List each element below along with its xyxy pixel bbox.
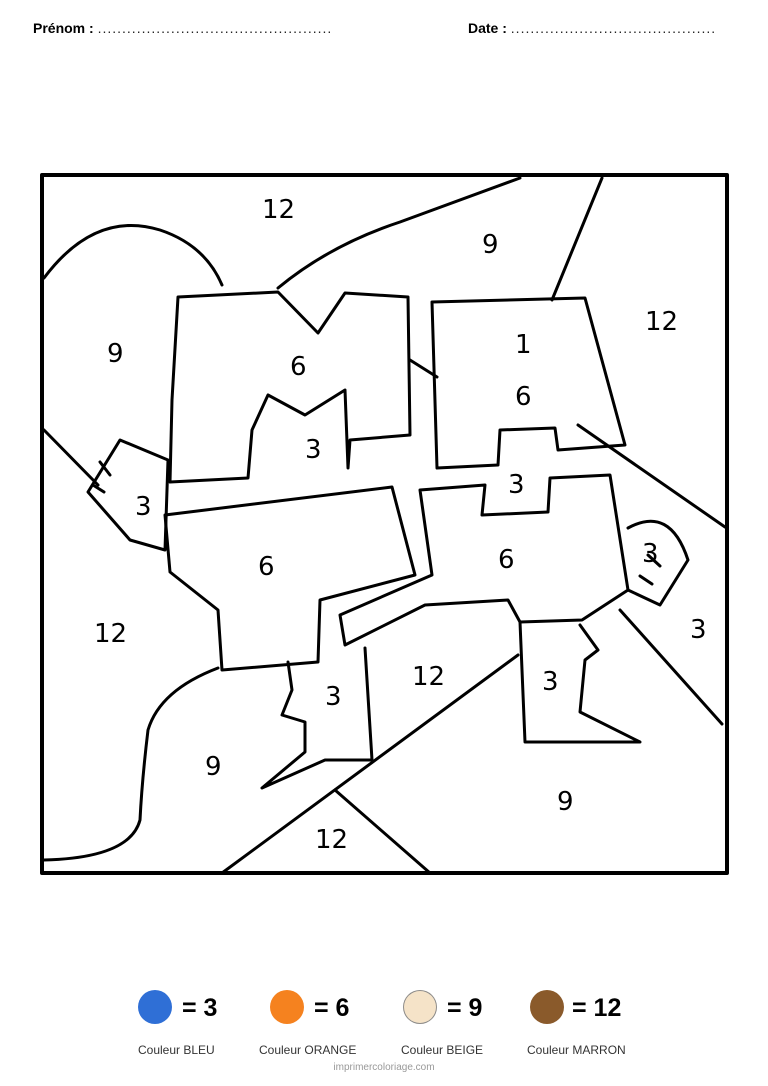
letter-t-left xyxy=(163,485,417,672)
leg-right xyxy=(518,620,642,744)
region-number: 12 xyxy=(412,662,445,692)
region-number: 3 xyxy=(642,539,659,569)
line-top-right xyxy=(550,176,604,302)
scroll-left xyxy=(86,438,170,552)
scroll-right-lines xyxy=(638,553,662,586)
region-number: 3 xyxy=(690,615,707,645)
swatch-brown xyxy=(530,990,564,1024)
legend-value: = 6 xyxy=(314,994,350,1022)
swatch-blue xyxy=(138,990,172,1024)
region-numbers: 12 9 12 9 1 6 6 3 3 3 6 6 12 3 3 12 3 3 … xyxy=(94,195,707,855)
date-field[interactable]: Date : .................................… xyxy=(468,20,716,36)
line-left xyxy=(42,428,100,487)
line-right-low xyxy=(618,608,724,726)
date-label: Date : xyxy=(468,20,507,36)
legend-value: = 12 xyxy=(572,994,622,1022)
letter-m xyxy=(168,290,412,484)
region-number: 6 xyxy=(258,552,275,582)
prenom-dots: ........................................… xyxy=(97,20,333,36)
line-bottom xyxy=(333,788,432,875)
region-number: 6 xyxy=(498,545,515,575)
legend-caption: Couleur BEIGE xyxy=(401,1043,484,1057)
color-legend: = 3 Couleur BLEU = 6 Couleur ORANGE = 9 … xyxy=(0,990,768,1060)
curve-top xyxy=(276,176,522,290)
date-dots: ........................................… xyxy=(510,20,717,36)
curve-left-bottom xyxy=(42,666,220,862)
region-number: 12 xyxy=(94,619,127,649)
region-number: 9 xyxy=(205,752,222,782)
legend-caption: Couleur ORANGE xyxy=(259,1043,357,1057)
region-number: 3 xyxy=(325,682,342,712)
line-right-mid xyxy=(576,423,727,529)
region-number: 9 xyxy=(482,230,499,260)
leg-left xyxy=(260,646,374,790)
region-number: 12 xyxy=(315,825,348,855)
curve-left-dome xyxy=(42,224,224,287)
prenom-label: Prénom : xyxy=(33,20,94,36)
region-number: 3 xyxy=(305,435,322,465)
legend-value: = 3 xyxy=(182,994,218,1022)
letter-t-right xyxy=(338,473,630,647)
region-number: 6 xyxy=(515,382,532,412)
region-number: 9 xyxy=(557,787,574,817)
letter-a xyxy=(430,296,627,470)
region-number: 3 xyxy=(508,470,525,500)
region-number: 1 xyxy=(515,330,532,360)
scroll-right xyxy=(626,519,690,607)
region-number: 12 xyxy=(645,307,678,337)
legend-value: = 9 xyxy=(447,994,483,1022)
swatch-beige xyxy=(403,990,437,1024)
region-number: 12 xyxy=(262,195,295,225)
region-number: 6 xyxy=(290,352,307,382)
region-number: 3 xyxy=(542,667,559,697)
swatch-orange xyxy=(270,990,304,1024)
region-number: 3 xyxy=(135,492,152,522)
legend-caption: Couleur MARRON xyxy=(527,1043,626,1057)
legend-caption: Couleur BLEU xyxy=(138,1043,215,1057)
footer-site[interactable]: imprimercoloriage.com xyxy=(333,1062,435,1073)
scroll-left-lines xyxy=(91,460,112,494)
header: Prénom : ...............................… xyxy=(0,20,768,44)
region-number: 9 xyxy=(107,339,124,369)
drawing-frame xyxy=(40,173,729,875)
prenom-field[interactable]: Prénom : ...............................… xyxy=(33,20,332,36)
link-m-a xyxy=(408,358,439,379)
line-diagonal xyxy=(220,653,520,875)
